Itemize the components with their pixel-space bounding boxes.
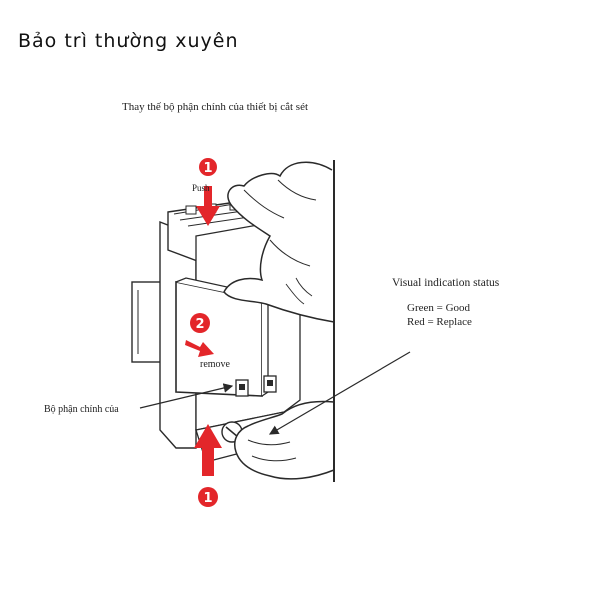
visual-indication-red: Red = Replace xyxy=(407,316,472,328)
step-1-bottom-number: 1 xyxy=(203,491,212,506)
step-1-top-number: 1 xyxy=(203,161,212,176)
step-1-push-top-arrow xyxy=(196,158,220,226)
visual-indication-title: Visual indication status xyxy=(392,277,500,289)
main-part-label: Bộ phận chính của xyxy=(44,404,119,415)
page-heading: Bảo trì thường xuyên xyxy=(18,30,239,52)
diagram-caption: Thay thế bộ phận chính của thiết bị cắt … xyxy=(122,101,309,113)
step-2-remove-arrow xyxy=(185,313,214,357)
push-label: Push xyxy=(192,183,210,193)
visual-indication-pointer xyxy=(268,351,411,435)
upper-hand xyxy=(223,161,335,323)
step-2-number: 2 xyxy=(195,317,204,332)
lower-hand xyxy=(234,400,335,480)
main-part-pointer xyxy=(139,383,234,409)
step-1-push-bottom-arrow xyxy=(194,424,222,507)
remove-label: remove xyxy=(200,359,230,370)
visual-indication-green: Green = Good xyxy=(407,302,471,314)
